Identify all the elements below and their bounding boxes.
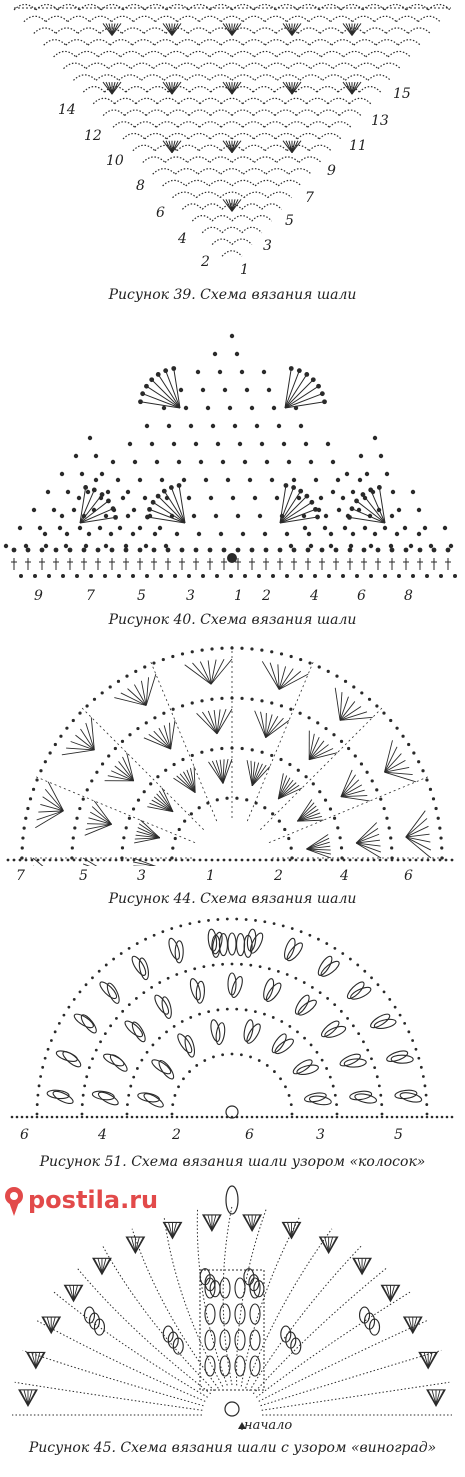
row-number: 6 xyxy=(357,588,366,604)
crochet-chart-44 xyxy=(6,643,454,866)
figure-51: 6 4 2 6 3 5 Рисунок 51. Схема вязания ша… xyxy=(0,914,465,1180)
row-number: 12 xyxy=(84,128,102,144)
row-number: 4 xyxy=(98,1127,107,1143)
row-number: 5 xyxy=(79,868,88,884)
row-number: 2 xyxy=(201,254,210,270)
row-number: 5 xyxy=(137,588,146,604)
crochet-chart-51 xyxy=(10,917,454,1119)
row-number: 15 xyxy=(393,86,411,102)
row-number: 2 xyxy=(274,868,283,884)
figure-caption: Рисунок 51. Схема вязания шали узором «к… xyxy=(39,1154,426,1170)
figure-caption: Рисунок 45. Схема вязания шали с узором … xyxy=(28,1440,437,1456)
row-number: 1 xyxy=(206,868,215,884)
figure-caption: Рисунок 40. Схема вязания шали xyxy=(108,612,357,628)
watermark-logo: postila.ru xyxy=(5,1186,158,1216)
row-number: 8 xyxy=(136,178,145,194)
row-number: 1 xyxy=(240,262,249,278)
row-number: 9 xyxy=(327,163,336,179)
row-number: 4 xyxy=(178,231,187,247)
row-number: 3 xyxy=(316,1127,325,1143)
row-number: 4 xyxy=(340,868,349,884)
row-number: 7 xyxy=(305,190,314,206)
row-number: 2 xyxy=(172,1127,181,1143)
row-number: 5 xyxy=(285,213,294,229)
crochet-chart-40 xyxy=(3,333,457,578)
figure-40: 9 7 5 3 1 2 4 6 8 Рисунок 40. Схема вяза… xyxy=(0,318,465,636)
row-number: 3 xyxy=(263,238,272,254)
row-number: 13 xyxy=(371,113,389,129)
row-number: 1 xyxy=(234,588,243,604)
row-number: 10 xyxy=(106,153,124,169)
row-number: 9 xyxy=(34,588,43,604)
row-number: 7 xyxy=(86,588,95,604)
figure-caption: Рисунок 39. Схема вязания шали xyxy=(108,287,357,303)
row-number: 6 xyxy=(20,1127,29,1143)
figure-45: начало Рисунок 45. Схема вязания шали с … xyxy=(0,1180,465,1477)
row-number: 6 xyxy=(245,1127,254,1143)
start-label: начало xyxy=(244,1418,293,1433)
row-number: 6 xyxy=(404,868,413,884)
row-number: 3 xyxy=(137,868,146,884)
figure-39: 14 15 12 13 10 11 8 9 6 7 4 5 2 3 1 Рису… xyxy=(0,0,465,310)
row-number: 2 xyxy=(262,588,271,604)
row-number: 4 xyxy=(310,588,319,604)
row-number: 14 xyxy=(58,102,76,118)
row-number: 8 xyxy=(404,588,413,604)
row-number: 7 xyxy=(16,868,25,884)
crochet-chart-45 xyxy=(12,1185,452,1430)
row-number: 3 xyxy=(186,588,195,604)
row-number: 5 xyxy=(394,1127,403,1143)
row-number: 6 xyxy=(156,205,165,221)
figure-44: 7 5 3 1 2 4 6 Рисунок 44. Схема вязания … xyxy=(0,636,465,914)
row-number: 11 xyxy=(349,138,367,154)
figure-caption: Рисунок 44. Схема вязания шали xyxy=(108,891,357,907)
svg-text:postila.ru: postila.ru xyxy=(28,1186,158,1214)
crochet-chart-39 xyxy=(13,3,451,257)
pin-icon xyxy=(5,1187,23,1216)
